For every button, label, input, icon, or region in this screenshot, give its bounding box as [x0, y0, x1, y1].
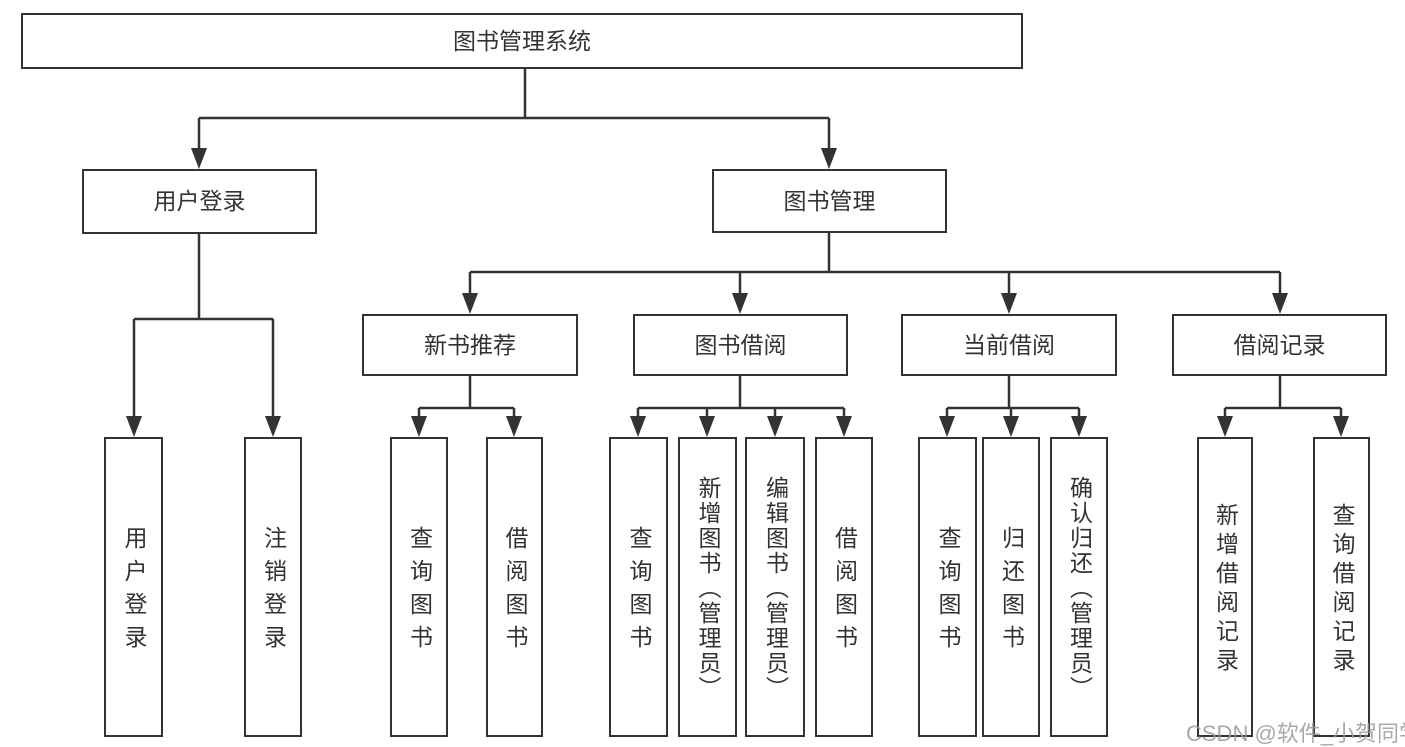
- csdn-watermark: CSDN @软件_小贺同学: [1186, 721, 1405, 746]
- arrow-down-icon: [1272, 293, 1288, 314]
- arrow-down-icon: [1071, 416, 1087, 437]
- node-label: 归还图书: [998, 526, 1025, 658]
- arrow-down-icon: [821, 148, 837, 169]
- node-borrow-records: 借阅记录: [1172, 314, 1387, 376]
- node-borrow-books: 借阅图书: [815, 437, 873, 737]
- connector-root-split: [197, 69, 831, 152]
- node-label: 新增图书（管理员）: [695, 475, 721, 701]
- arrow-down-icon: [1333, 416, 1349, 437]
- node-edit-book-admin: 编辑图书（管理员）: [745, 437, 805, 737]
- node-user-login: 用户登录: [104, 437, 163, 737]
- node-label: 图书管理: [783, 187, 876, 214]
- arrow-down-icon: [462, 293, 478, 314]
- node-book-management-module: 图书管理: [712, 169, 947, 233]
- node-confirm-return-admin: 确认归还（管理员）: [1050, 437, 1108, 737]
- arrowheads: [126, 148, 1349, 437]
- node-query-books-recommend: 查询图书: [390, 437, 448, 737]
- connector-user-login-split: [132, 234, 275, 420]
- node-user-login-module: 用户登录: [82, 169, 317, 234]
- connector-book-borrow-split: [636, 376, 846, 420]
- arrow-down-icon: [191, 148, 207, 169]
- node-label: 借阅图书: [831, 526, 858, 658]
- node-label: 确认归还（管理员）: [1066, 475, 1093, 701]
- connector-book-mgmt-split: [468, 233, 1282, 297]
- arrow-down-icon: [732, 293, 748, 314]
- node-label: 新增借阅记录: [1212, 503, 1239, 677]
- arrow-down-icon: [1217, 416, 1233, 437]
- node-label: 图书管理系统: [453, 27, 591, 54]
- arrow-down-icon: [767, 416, 783, 437]
- node-label: 注销登录: [260, 526, 287, 658]
- node-add-book-admin: 新增图书（管理员）: [678, 437, 737, 737]
- node-label: 用户登录: [153, 188, 246, 214]
- arrow-down-icon: [126, 416, 142, 437]
- connector-current-borrow-split: [945, 376, 1081, 420]
- node-book-borrow: 图书借阅: [633, 314, 848, 376]
- node-label: 查询图书: [935, 526, 961, 658]
- arrow-down-icon: [630, 416, 646, 437]
- arrow-down-icon: [699, 416, 715, 437]
- node-root: 图书管理系统: [21, 13, 1023, 69]
- node-label: 编辑图书（管理员）: [762, 475, 789, 701]
- arrow-down-icon: [506, 416, 522, 437]
- arrow-down-icon: [1001, 293, 1017, 314]
- node-new-book-recommend: 新书推荐: [362, 314, 578, 376]
- arrow-down-icon: [1003, 416, 1019, 437]
- connector-borrow-records-split: [1223, 376, 1343, 420]
- connector-new-book-split: [417, 376, 516, 420]
- node-current-borrow: 当前借阅: [901, 314, 1117, 376]
- node-label: 图书借阅: [694, 331, 787, 358]
- arrow-down-icon: [939, 416, 955, 437]
- node-label: 借阅记录: [1233, 331, 1326, 358]
- node-label: 用户登录: [121, 526, 147, 658]
- node-logout: 注销登录: [244, 437, 302, 737]
- node-query-books-current: 查询图书: [918, 437, 977, 737]
- node-query-books-borrow: 查询图书: [609, 437, 668, 737]
- node-label: 新书推荐: [424, 331, 516, 358]
- node-label: 查询图书: [406, 526, 433, 658]
- node-label: 查询图书: [626, 526, 652, 658]
- arrow-down-icon: [411, 416, 427, 437]
- node-label: 当前借阅: [963, 331, 1055, 358]
- node-borrow-books-recommend: 借阅图书: [486, 437, 543, 737]
- node-return-books: 归还图书: [982, 437, 1040, 737]
- node-query-borrow-record: 查询借阅记录: [1313, 437, 1370, 737]
- node-label: 查询借阅记录: [1329, 503, 1355, 677]
- arrow-down-icon: [265, 416, 281, 437]
- node-label: 借阅图书: [502, 526, 528, 658]
- arrow-down-icon: [836, 416, 852, 437]
- node-add-borrow-record: 新增借阅记录: [1197, 437, 1253, 737]
